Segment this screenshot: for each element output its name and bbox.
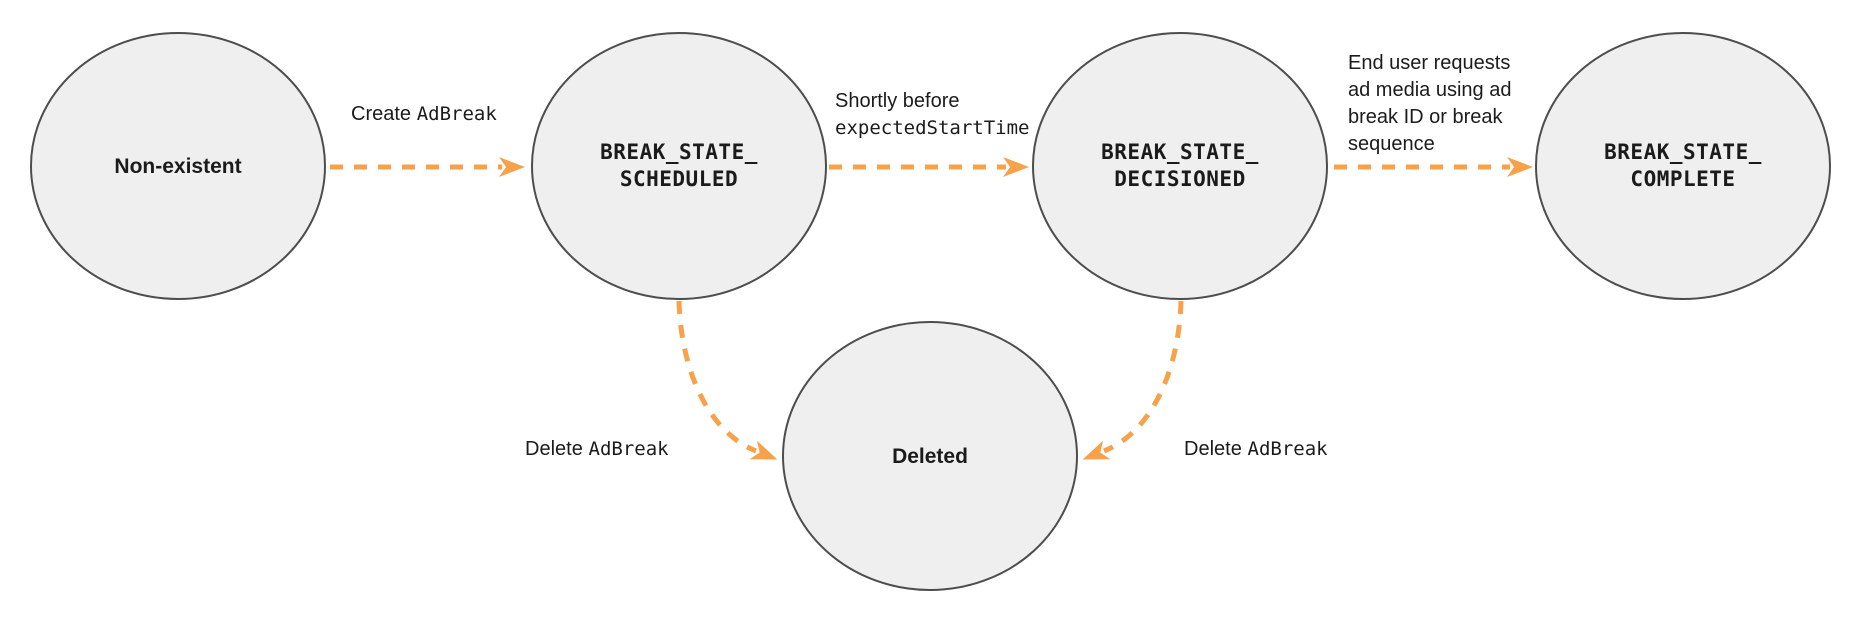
edge-label-end-user-requests: End user requests ad media using ad brea… — [1348, 50, 1511, 158]
edge-label-text: Shortly before — [835, 90, 960, 112]
edge-label-shortly-before: Shortly before expectedStartTime — [835, 88, 1029, 142]
edge-label-text: Delete — [525, 438, 583, 460]
edge-label-text: Delete — [1184, 438, 1242, 460]
edge-label-text: Create — [351, 103, 412, 125]
edge-label-code: AdBreak — [588, 438, 669, 460]
edge-delete-adbreak-from-decisioned — [1082, 300, 1184, 460]
node-ellipse-break-state-decisioned — [1032, 32, 1328, 300]
node-ellipse-break-state-complete — [1535, 32, 1831, 300]
edge-label-code: expectedStartTime — [835, 117, 1030, 139]
node-ellipse-break-state-scheduled — [531, 32, 827, 300]
edge-label-code: AdBreak — [416, 103, 497, 125]
edge-label-line: sequence — [1348, 133, 1435, 155]
node-ellipse-deleted — [782, 321, 1078, 591]
edge-label-code: AdBreak — [1247, 438, 1328, 460]
edge-label-line: break ID or break — [1348, 106, 1503, 128]
node-ellipse-non-existent — [30, 32, 326, 300]
edge-label-line: ad media using ad — [1348, 79, 1512, 101]
edge-delete-adbreak-from-scheduled — [676, 300, 778, 460]
edge-label-line: End user requests — [1348, 52, 1511, 74]
